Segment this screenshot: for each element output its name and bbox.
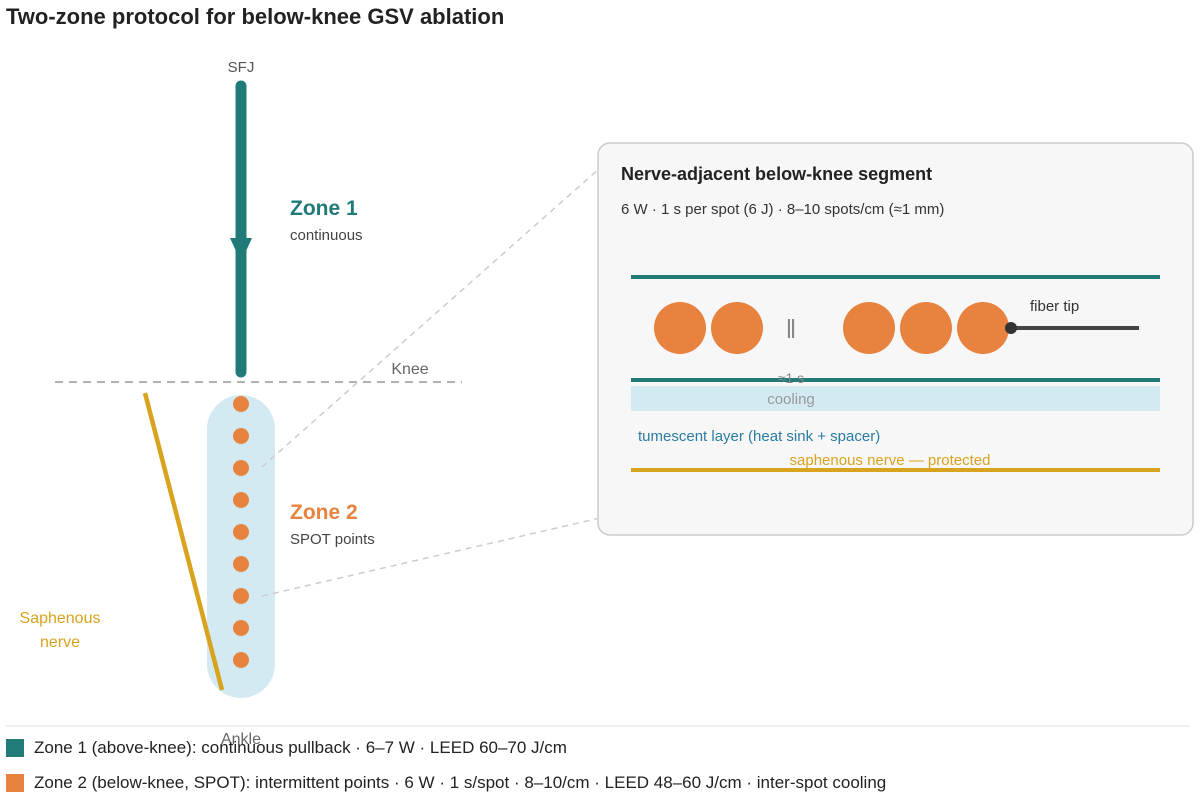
fiber-tip-dot — [1005, 322, 1017, 334]
zone2-spot — [233, 524, 249, 540]
callout-spot — [843, 302, 895, 354]
callout-spot — [957, 302, 1009, 354]
tumescent-band — [631, 386, 1160, 411]
zone2-spot — [233, 556, 249, 572]
zone1-title: Zone 1 — [290, 197, 358, 220]
zone1-subtitle: continuous — [290, 227, 363, 244]
sfj-label: SFJ — [228, 59, 255, 76]
callout-title: Nerve-adjacent below-knee segment — [621, 164, 932, 184]
legend-label-zone2: Zone 2 (below-knee, SPOT): intermittent … — [34, 773, 887, 792]
zoom-connector-top — [261, 167, 601, 468]
ankle-label: Ankle — [221, 731, 261, 748]
nerve-label-line2: nerve — [40, 634, 80, 651]
legend-item-zone2: Zone 2 (below-knee, SPOT): intermittent … — [6, 773, 886, 793]
fiber-tip-label: fiber tip — [1030, 298, 1079, 315]
page-title: Two-zone protocol for below-knee GSV abl… — [6, 4, 504, 29]
zone2-spot — [233, 492, 249, 508]
legend-item-zone1: Zone 1 (above-knee): continuous pullback… — [6, 738, 567, 758]
zone2-title: Zone 2 — [290, 501, 358, 524]
tumescent-capsule — [207, 395, 275, 698]
legend-swatch-zone1 — [6, 739, 24, 757]
zone2-spot — [233, 396, 249, 412]
legend-swatch-zone2 — [6, 774, 24, 792]
tumescent-layer-label: tumescent layer (heat sink + spacer) — [638, 428, 880, 445]
nerve-label-line1: Saphenous — [20, 610, 101, 627]
cooling-label-line2: cooling — [767, 391, 815, 408]
zone2-spot — [233, 460, 249, 476]
zoom-connector-bottom — [261, 517, 601, 597]
callout-spot — [900, 302, 952, 354]
protected-nerve-label: saphenous nerve — protected — [790, 452, 991, 469]
zone2-spot — [233, 652, 249, 668]
saphenous-nerve-line — [142, 392, 225, 691]
legend-label-zone1: Zone 1 (above-knee): continuous pullback… — [34, 738, 567, 757]
callout-params: 6 W · 1 s per spot (6 J) · 8–10 spots/cm… — [621, 201, 944, 218]
zone2-spot — [233, 428, 249, 444]
callout-box — [597, 142, 1194, 536]
zone2-spot — [233, 588, 249, 604]
zone1-direction-arrowhead — [230, 238, 252, 262]
zone2-spot — [233, 620, 249, 636]
zone2-spots — [233, 396, 249, 668]
pause-marker: ‖ — [786, 314, 797, 344]
callout-spot — [711, 302, 763, 354]
knee-label: Knee — [391, 361, 428, 378]
callout-spot — [654, 302, 706, 354]
cooling-label-line1: ≈1 s — [778, 370, 804, 386]
zone2-subtitle: SPOT points — [290, 531, 375, 548]
callout-spots — [654, 302, 1009, 354]
